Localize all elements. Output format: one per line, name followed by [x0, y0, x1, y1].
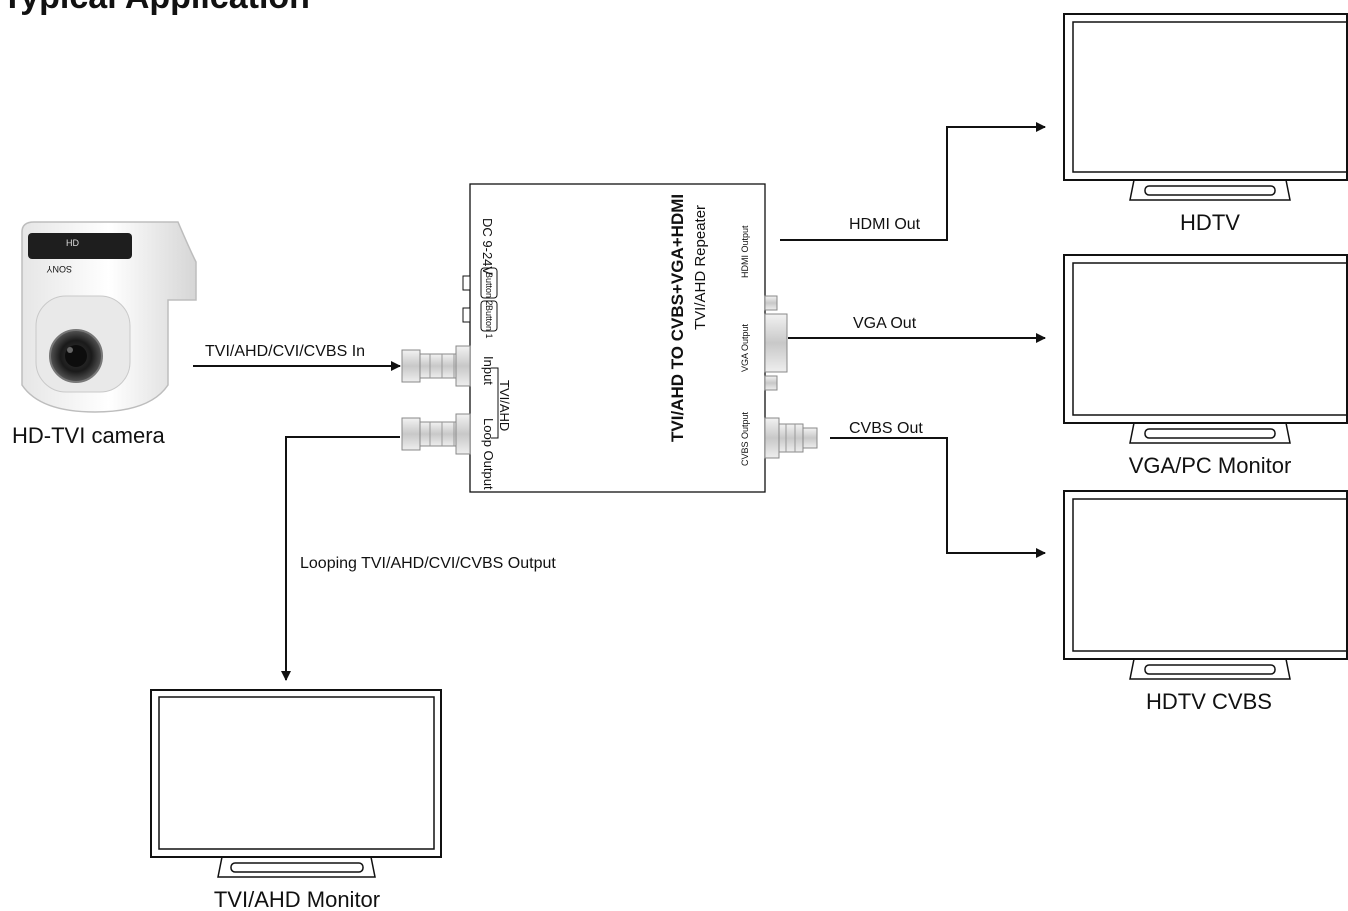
- hdtv-cvbs-monitor-icon: [1063, 490, 1348, 680]
- cvbs-connection-label: CVBS Out: [849, 420, 923, 437]
- button2-label: Button 2: [484, 272, 494, 306]
- tvi-ahd-monitor-icon: [150, 689, 442, 878]
- device-title: TVI/AHD TO CVBS+VGA+HDMI: [668, 194, 687, 442]
- camera-caption: HD-TVI camera: [12, 423, 166, 448]
- hdtv-label: HDTV: [1180, 210, 1240, 235]
- camera-badge-label: HD: [66, 238, 79, 248]
- ptz-camera-icon: SONY HD: [21, 221, 197, 413]
- device-subtitle: TVI/AHD Repeater: [692, 205, 709, 330]
- vga-connector-icon: [764, 295, 788, 391]
- tvi-ahd-group-label: TVI/AHD: [497, 380, 512, 431]
- camera-brand-label: SONY: [46, 264, 72, 274]
- loop-arrow: [281, 436, 400, 681]
- repeater-device: DC 9-24V Button 2 Button 1 Input Loop Ou…: [462, 183, 766, 493]
- vga-pc-monitor-label: VGA/PC Monitor: [1129, 453, 1292, 478]
- hdmi-output-label: HDMI Output: [740, 225, 750, 278]
- hdtv-monitor-icon: [1063, 13, 1348, 201]
- vga-pc-monitor-icon: [1063, 254, 1348, 444]
- tvi-ahd-monitor-label: TVI/AHD Monitor: [214, 887, 380, 911]
- loop-port-label: Loop Output: [481, 418, 496, 490]
- cvbs-output-label: CVBS Output: [740, 411, 750, 466]
- cvbs-arrow: [830, 437, 1046, 558]
- bnc-input-connector-icon: [401, 345, 471, 387]
- hdmi-arrow: [780, 122, 1046, 241]
- input-connection-label: TVI/AHD/CVI/CVBS In: [205, 343, 365, 360]
- vga-connection-label: VGA Out: [853, 315, 917, 332]
- bnc-loop-connector-icon: [401, 413, 471, 455]
- button1-label: Button 1: [484, 305, 494, 339]
- input-port-label: Input: [481, 356, 496, 385]
- loop-connection-label: Looping TVI/AHD/CVI/CVBS Output: [300, 555, 556, 572]
- bnc-cvbs-connector-icon: [764, 417, 818, 459]
- hdmi-connection-label: HDMI Out: [849, 216, 921, 233]
- vga-output-label: VGA Output: [740, 323, 750, 372]
- page-title: Typical Application: [2, 0, 310, 16]
- hdtv-cvbs-label: HDTV CVBS: [1146, 689, 1272, 714]
- power-label: DC 9-24V: [480, 218, 495, 275]
